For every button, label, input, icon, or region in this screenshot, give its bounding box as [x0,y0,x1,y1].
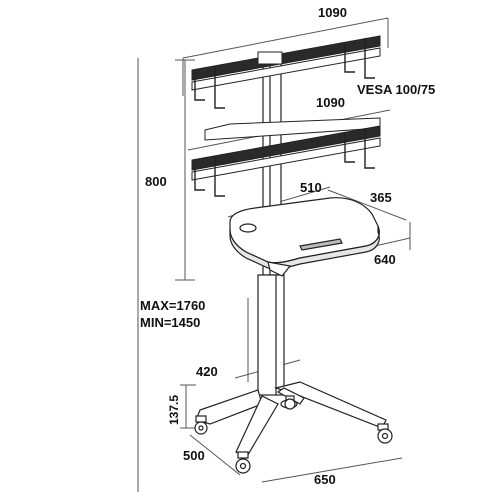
label-column-height: 420 [196,364,218,379]
label-height-max: MAX=1760 [140,298,205,313]
label-base-height: 137.5 [167,395,181,425]
top-monitor-bracket [191,35,381,109]
casters [194,395,393,474]
label-vesa: VESA 100/75 [357,82,435,97]
caster-back [284,395,296,410]
keyboard-tray [229,197,380,277]
label-height-mount: 800 [145,174,167,189]
label-width-mid: 1090 [316,95,345,110]
caster-right [377,423,393,444]
dimension-labels: 1090 VESA 100/75 1090 800 510 365 640 MA… [140,5,435,487]
label-base-depth: 500 [183,448,205,463]
label-tray-width: 510 [300,180,322,195]
label-tray-depth: 365 [370,190,392,205]
label-height-min: MIN=1450 [140,315,200,330]
label-width-top: 1090 [318,5,347,20]
caster-front [235,451,251,474]
label-tray-span: 640 [374,252,396,267]
middle-monitor-bracket [191,117,381,197]
label-base-width: 650 [314,472,336,487]
base [195,381,387,459]
caster-left [194,415,208,435]
